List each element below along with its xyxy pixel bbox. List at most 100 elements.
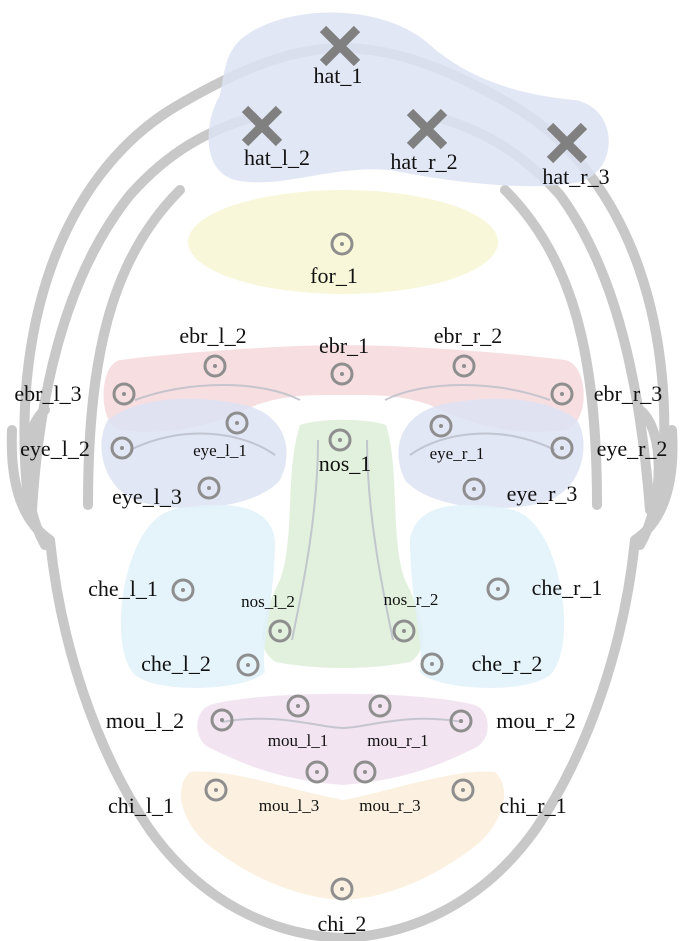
left-brow-line <box>134 384 301 401</box>
label-chi_2: chi_2 <box>318 911 367 936</box>
marker-ring <box>486 577 510 601</box>
marker-ring <box>330 877 354 901</box>
marker-dot <box>296 704 300 708</box>
circle-marker-nos_1 <box>328 428 352 452</box>
temple-right-line <box>500 185 602 510</box>
marker-ring <box>112 382 136 406</box>
circle-marker-ebr_r_3 <box>550 382 574 406</box>
marker-dot <box>207 486 211 490</box>
marker-dot <box>363 770 367 774</box>
marker-dot <box>181 588 185 592</box>
marker-ring <box>171 578 195 602</box>
circle-marker-ebr_1 <box>330 362 354 386</box>
circle-marker-nos_r_2 <box>392 619 416 643</box>
marker-ring <box>330 232 354 256</box>
cross-stroke <box>241 105 283 147</box>
circle-marker-eye_r_1 <box>429 414 453 438</box>
marker-ring <box>328 428 352 452</box>
cross-marker-hat_r_3 <box>546 122 588 164</box>
marker-dot <box>560 446 564 450</box>
label-nos_r_2: nos_r_2 <box>384 590 439 609</box>
label-eye_l_1: eye_l_1 <box>193 441 247 460</box>
marker-dot <box>213 364 217 368</box>
marker-ring <box>286 694 310 718</box>
right-cheek-region <box>410 504 565 688</box>
marker-ring <box>449 709 473 733</box>
marker-dot <box>340 372 344 376</box>
marker-ring <box>420 652 444 676</box>
circle-marker-mou_l_2 <box>210 708 234 732</box>
label-mou_r_1: mou_r_1 <box>367 731 428 750</box>
label-hat_r_2: hat_r_2 <box>390 149 457 174</box>
label-che_r_1: che_r_1 <box>532 575 603 600</box>
marker-dot <box>122 392 126 396</box>
label-che_l_2: che_l_2 <box>141 651 211 676</box>
face-right-contour <box>337 425 678 941</box>
marker-dot <box>461 788 465 792</box>
cross-marker-hat_1 <box>319 25 361 67</box>
cross-stroke <box>546 122 588 164</box>
label-ebr_l_2: ebr_l_2 <box>179 323 246 348</box>
marker-dot <box>315 770 319 774</box>
marker-ring <box>550 436 574 460</box>
label-chi_r_1: chi_r_1 <box>499 793 566 818</box>
cross-stroke <box>319 25 361 67</box>
circle-marker-eye_r_3 <box>462 477 486 501</box>
label-mou_l_3: mou_l_3 <box>259 796 319 815</box>
marker-ring <box>429 414 453 438</box>
right-brow-line <box>384 384 551 401</box>
marker-dot <box>340 887 344 891</box>
right-eye-region <box>398 398 584 509</box>
label-chi_l_1: chi_l_1 <box>108 793 174 818</box>
left-eye-region <box>101 398 287 509</box>
hat-region <box>208 12 609 187</box>
label-che_r_2: che_r_2 <box>472 651 543 676</box>
circle-marker-eye_l_1 <box>225 411 249 435</box>
label-ebr_l_3: ebr_l_3 <box>14 381 81 406</box>
circle-marker-mou_r_2 <box>449 709 473 733</box>
marker-ring <box>268 619 292 643</box>
circle-marker-ebr_l_3 <box>112 382 136 406</box>
marker-ring <box>392 619 416 643</box>
label-nos_1: nos_1 <box>319 451 372 476</box>
circle-marker-ebr_l_2 <box>203 354 227 378</box>
circle-marker-eye_l_3 <box>197 476 221 500</box>
marker-dot <box>214 788 218 792</box>
marker-dot <box>402 629 406 633</box>
circle-marker-mou_l_3 <box>305 760 329 784</box>
label-ebr_r_3: ebr_r_3 <box>594 381 662 406</box>
label-nos_l_2: nos_l_2 <box>241 592 295 611</box>
marker-ring <box>353 760 377 784</box>
label-mou_r_3: mou_r_3 <box>359 796 420 815</box>
circle-marker-che_l_2 <box>236 653 260 677</box>
marker-dot <box>120 446 124 450</box>
circle-marker-chi_2 <box>330 877 354 901</box>
ear-right <box>635 405 664 550</box>
marker-dot <box>459 719 463 723</box>
marker-dot <box>338 438 342 442</box>
marker-dot <box>220 718 224 722</box>
marker-dot <box>430 662 434 666</box>
left-eye-line <box>129 432 276 456</box>
label-ebr_r_2: ebr_r_2 <box>434 323 502 348</box>
label-eye_r_1: eye_r_1 <box>430 444 485 463</box>
marker-ring <box>330 362 354 386</box>
nose-bridge-left-line <box>291 439 319 641</box>
label-mou_r_2: mou_r_2 <box>496 708 575 733</box>
label-eye_r_2: eye_r_2 <box>597 436 668 461</box>
cross-stroke <box>406 108 448 150</box>
right-eye-line <box>409 432 556 456</box>
left-cheek-region <box>120 504 275 688</box>
marker-ring <box>110 436 134 460</box>
chin-region <box>180 771 505 900</box>
circle-marker-nos_l_2 <box>268 619 292 643</box>
marker-ring <box>236 653 260 677</box>
circle-marker-che_r_1 <box>486 577 510 601</box>
marker-ring <box>210 708 234 732</box>
circle-marker-mou_r_1 <box>368 694 392 718</box>
marker-ring <box>368 694 392 718</box>
marker-dot <box>439 424 443 428</box>
label-che_l_1: che_l_1 <box>88 576 158 601</box>
